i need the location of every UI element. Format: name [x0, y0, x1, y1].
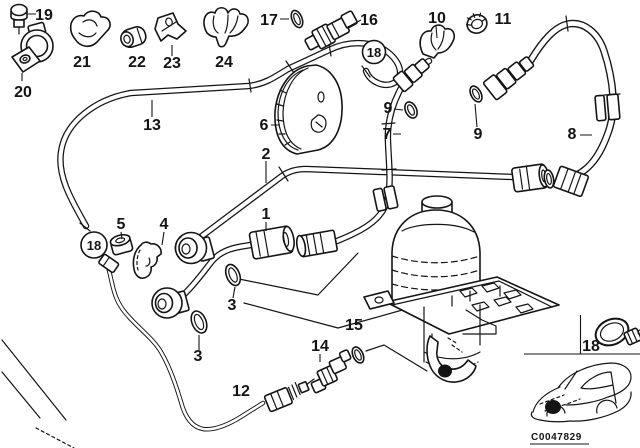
part-callouts: 19 20 21 22 23 24 17 16 10 11 13 6 2 1 9…	[14, 7, 576, 400]
pipe-12	[98, 253, 310, 432]
part-callout-9-left[interactable]: 9	[384, 100, 393, 117]
part-22-clip	[120, 26, 147, 49]
part-callout-8[interactable]: 8	[568, 126, 577, 143]
callout-leader-lines	[21, 13, 592, 362]
o-ring-pipe2	[543, 169, 555, 189]
pipe-12-end-fitting	[263, 381, 310, 413]
part-callout-20[interactable]: 20	[14, 84, 32, 101]
part-16-fitting	[304, 10, 358, 51]
pipe-2	[194, 163, 550, 243]
hose-8	[482, 15, 621, 198]
hose-7-tip-fitting	[392, 58, 430, 93]
part-callout-15[interactable]: 15	[345, 317, 363, 334]
part-callout-11[interactable]: 11	[495, 11, 512, 28]
part-callout-22[interactable]: 22	[128, 54, 146, 71]
assembly-leader-lines	[1, 252, 450, 448]
hose-1	[173, 225, 338, 305]
mount-point-dot	[438, 364, 452, 378]
hose-8-elbow-fitting	[552, 165, 590, 198]
part-24-holder	[203, 6, 249, 48]
banjo-fitting-lower	[151, 287, 190, 319]
o-ring-14	[351, 346, 365, 364]
hose-8-left-fitting	[482, 56, 535, 101]
part-callout-19[interactable]: 19	[35, 7, 53, 24]
shield-6	[274, 64, 343, 155]
diagram-code: C0047829	[531, 432, 582, 443]
o-ring-3-lower	[190, 310, 208, 334]
part-callout-10[interactable]: 10	[428, 10, 446, 27]
part-19-bolt	[10, 3, 28, 35]
banjo-fitting-upper	[174, 231, 215, 265]
o-ring-9-left	[404, 101, 418, 119]
legend-divider	[524, 315, 640, 355]
hose-1-right-fitting	[295, 229, 338, 258]
part-callout-14[interactable]: 14	[311, 338, 329, 355]
part-callout-23[interactable]: 23	[163, 55, 181, 72]
hose-8-coupling	[594, 93, 621, 122]
part-callout-3-upper[interactable]: 3	[228, 297, 237, 314]
hose-7	[333, 57, 433, 245]
part-21-clamp	[69, 10, 111, 48]
part-14-connector	[310, 349, 352, 394]
o-ring-9-right	[469, 85, 483, 103]
part-callout-3-lower[interactable]: 3	[194, 348, 203, 365]
part-callout-9-right[interactable]: 9	[474, 126, 483, 143]
hose-7-collar	[372, 185, 399, 212]
part-callout-16[interactable]: 16	[360, 12, 378, 29]
callout-circle-18-mid[interactable]: 18	[80, 231, 108, 259]
part-callout-4[interactable]: 4	[160, 216, 169, 233]
part-20-pipe-clamp	[11, 21, 54, 73]
hose-13	[57, 39, 404, 232]
part-17-o-ring	[290, 9, 304, 29]
part-4-bracket	[132, 241, 162, 279]
part-11-nut	[465, 12, 488, 34]
part-callout-7[interactable]: 7	[383, 126, 392, 143]
part-callout-6[interactable]: 6	[260, 117, 269, 134]
part-callout-18-mid[interactable]: 18	[87, 238, 101, 253]
location-dot	[545, 400, 561, 414]
part-callout-5[interactable]: 5	[117, 216, 126, 233]
pipe-12-nipple	[98, 253, 120, 274]
part-callout-1[interactable]: 1	[262, 206, 271, 223]
part-callout-21[interactable]: 21	[73, 54, 91, 71]
part-callout-18-legend[interactable]: 18	[582, 338, 600, 355]
part-23-bracket	[154, 12, 187, 42]
part-callout-12[interactable]: 12	[232, 383, 250, 400]
hose-1-coupling	[248, 225, 295, 260]
part-callout-24[interactable]: 24	[215, 54, 233, 71]
pump-reservoir-assembly	[363, 195, 560, 383]
part-callout-18-top[interactable]: 18	[367, 45, 381, 60]
legend: 18 C0047829	[524, 315, 640, 445]
part-callout-17[interactable]: 17	[260, 12, 278, 29]
part-callout-2[interactable]: 2	[262, 146, 271, 163]
o-ring-3-upper	[224, 263, 242, 287]
part-callout-13[interactable]: 13	[143, 117, 161, 134]
part-10-fork	[419, 24, 455, 59]
callout-circle-18-top[interactable]: 18	[361, 39, 387, 65]
car-silhouette-icon	[530, 362, 632, 423]
part-5-nut	[109, 233, 134, 256]
hose-clamp-icon	[594, 317, 640, 347]
